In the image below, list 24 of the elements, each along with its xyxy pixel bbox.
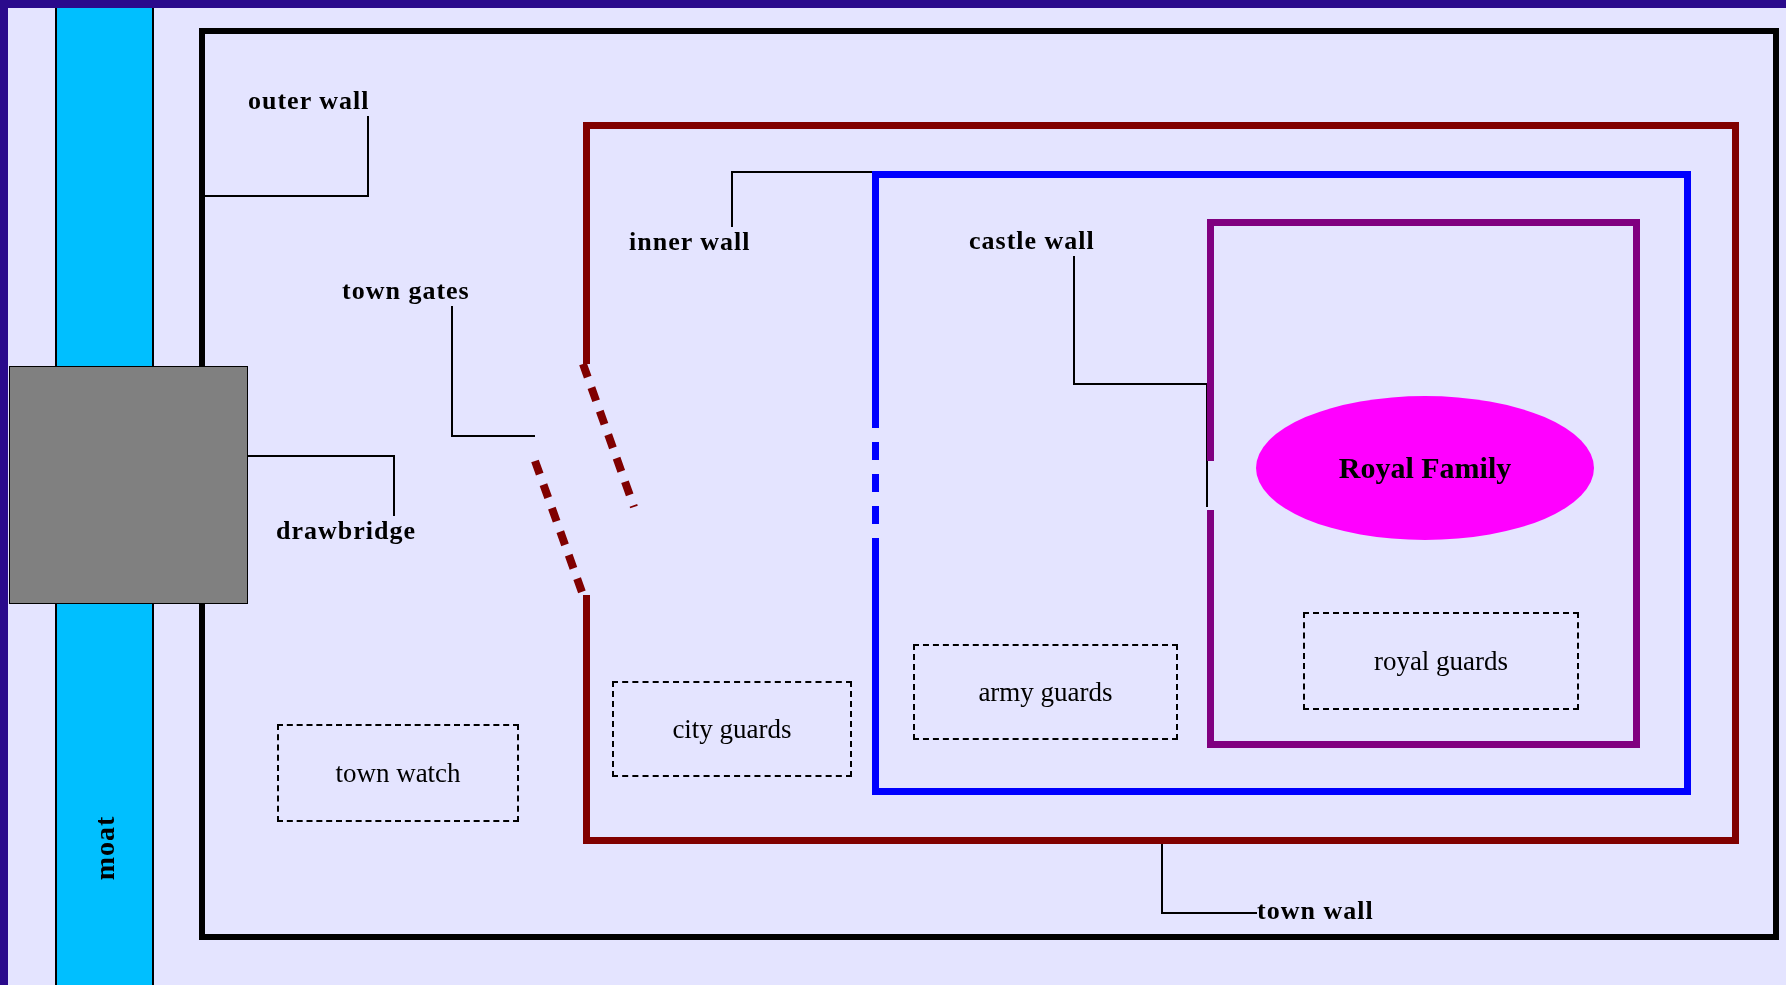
moat-label: moat [88, 815, 121, 881]
dashed-label: royal guards [1303, 612, 1579, 710]
dashed-label: city guards [612, 681, 852, 777]
wall-outline [872, 171, 1691, 795]
wall-outline [1207, 219, 1640, 748]
drawbridge-block [9, 366, 248, 604]
dashed-label: town watch [277, 724, 519, 822]
moat-band [55, 604, 154, 985]
ellipse-label: Royal Family [1256, 396, 1594, 540]
wall-label: inner wall [629, 227, 751, 257]
wall-label: outer wall [248, 86, 370, 116]
dashed-label: army guards [913, 644, 1178, 740]
leader-line [1161, 843, 1258, 914]
wall-label: town wall [1257, 896, 1374, 926]
wall-outline [583, 122, 1739, 844]
wall-outline [199, 28, 1779, 940]
leader-line [451, 305, 536, 437]
leader-line [247, 455, 395, 517]
wall-label: castle wall [969, 226, 1095, 256]
moat-band [55, 8, 154, 366]
wall-label: town gates [342, 276, 470, 306]
leader-line [1073, 255, 1208, 508]
leader-line [731, 171, 873, 228]
wall-label: drawbridge [276, 516, 416, 546]
